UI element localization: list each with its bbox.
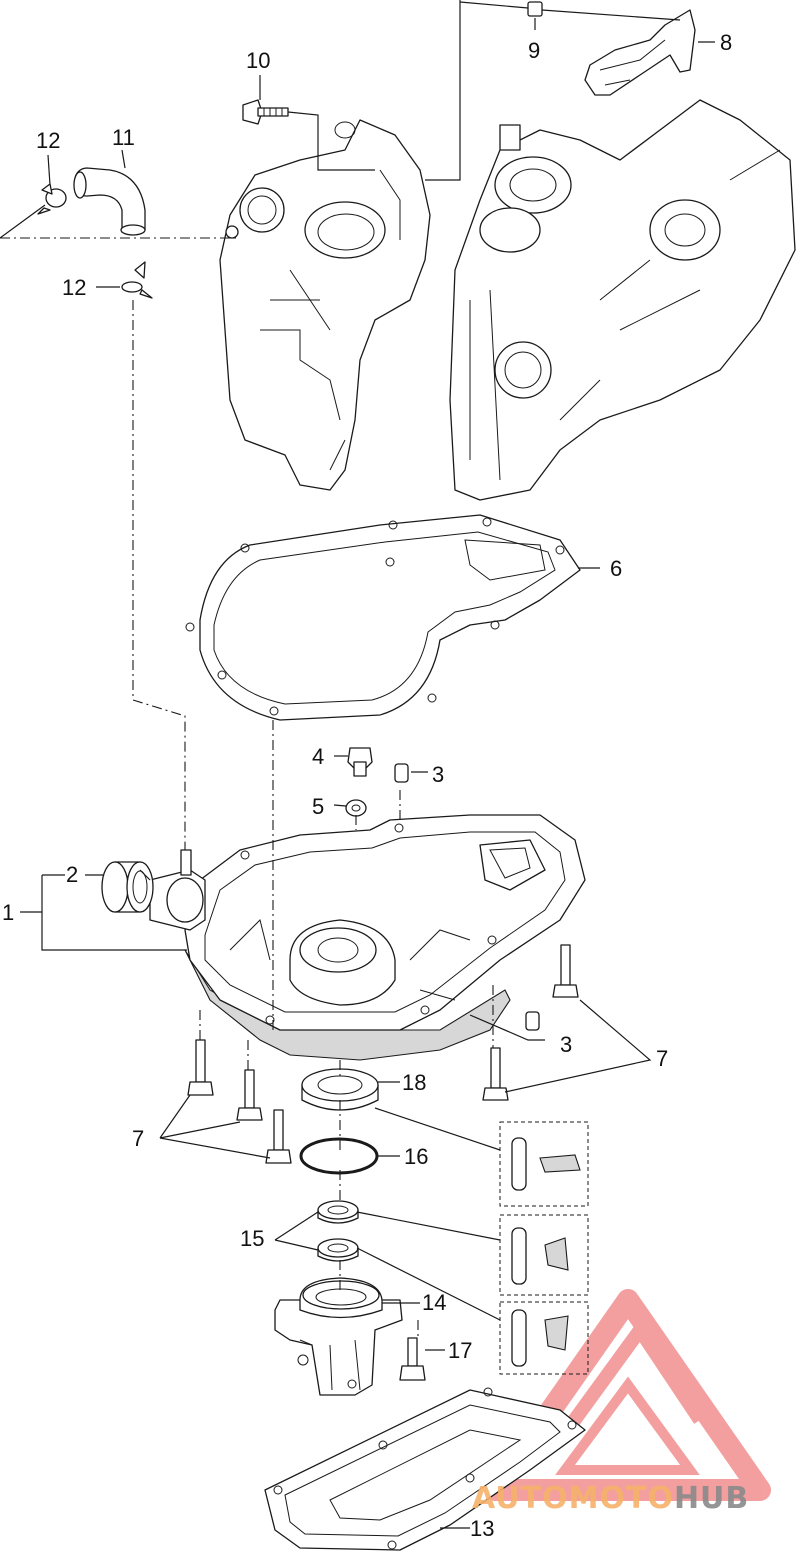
callout-12-lower: 12 xyxy=(62,275,86,300)
callout-5: 5 xyxy=(312,794,324,819)
callout-3-upper: 3 xyxy=(432,762,444,787)
callout-4: 4 xyxy=(312,744,324,769)
callout-10: 10 xyxy=(246,48,270,73)
part-18-oil-seal xyxy=(301,1068,379,1111)
callout-8: 8 xyxy=(720,30,732,55)
part-7-bolts xyxy=(187,944,579,1164)
part-16-o-ring xyxy=(299,1137,379,1175)
part-1-main-housing xyxy=(149,814,586,1061)
watermark-text-part1: AUTOMOTO xyxy=(472,1481,674,1516)
part-17-bolt xyxy=(399,1337,426,1381)
callout-11: 11 xyxy=(112,125,135,150)
callout-3-lower: 3 xyxy=(560,1032,572,1057)
part-15-seal-upper xyxy=(317,1200,359,1224)
part-13-gasket xyxy=(264,1387,586,1551)
cylinder-block-left-half xyxy=(219,119,431,491)
callout-7-left: 7 xyxy=(132,1126,144,1151)
part-12-hose-clamp-upper xyxy=(37,183,67,215)
callout-labels: 1 2 3 3 4 5 6 7 7 8 9 10 11 12 12 13 14 … xyxy=(2,30,732,1541)
cylinder-block-right-half xyxy=(449,99,796,501)
part-9-dowel-pin xyxy=(527,1,543,17)
callout-7-right: 7 xyxy=(656,1046,668,1071)
part-5-seal xyxy=(345,799,367,817)
watermark-text: AUTOMOTOHUB xyxy=(472,1481,749,1516)
callout-6: 6 xyxy=(610,556,622,581)
callout-2: 2 xyxy=(66,862,78,887)
assembly-center-lines xyxy=(0,237,494,1338)
part-3-dowel-upper xyxy=(394,763,409,783)
seal-orientation-detail-15b xyxy=(499,1301,589,1375)
callout-18: 18 xyxy=(402,1070,426,1095)
part-8-bracket xyxy=(584,9,696,96)
callout-9: 9 xyxy=(528,38,540,63)
callout-16: 16 xyxy=(404,1144,428,1169)
svg-text:AUTOMOTOHUB: AUTOMOTOHUB xyxy=(472,1481,749,1516)
callout-12-upper: 12 xyxy=(36,128,60,153)
part-15-seal-lower xyxy=(317,1238,359,1262)
seal-orientation-detail-18 xyxy=(499,1121,589,1207)
callout-14: 14 xyxy=(422,1290,446,1315)
callout-17: 17 xyxy=(448,1338,472,1363)
part-6-gasket xyxy=(185,514,581,721)
watermark-text-part2: HUB xyxy=(674,1481,749,1516)
callout-15: 15 xyxy=(240,1226,264,1251)
part-11-hose xyxy=(73,167,146,236)
part-2-bushing xyxy=(101,861,154,913)
part-10-bolt xyxy=(242,99,289,125)
seal-orientation-detail-15a xyxy=(499,1214,589,1296)
part-12-hose-clamp-lower xyxy=(121,261,153,299)
part-14-lower-housing xyxy=(274,1277,403,1396)
part-3-dowel-lower xyxy=(525,1011,540,1031)
callout-13: 13 xyxy=(470,1516,494,1541)
watermark-logo xyxy=(484,1289,771,1501)
part-4-fitting xyxy=(347,747,373,777)
callout-1: 1 xyxy=(2,900,14,925)
callout-leader-lines xyxy=(0,0,715,1529)
